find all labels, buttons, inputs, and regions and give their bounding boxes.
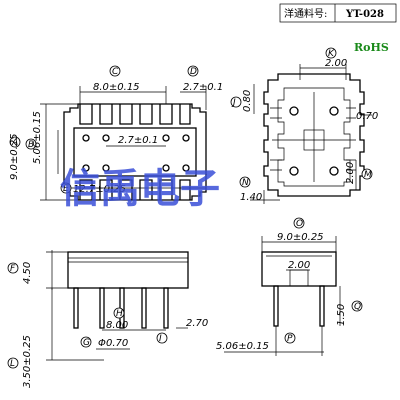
dim-f: 4.50: [22, 262, 33, 284]
top-view-right: [263, 73, 365, 197]
callout-i: I: [159, 334, 162, 344]
dim-i: 2.70: [186, 318, 208, 329]
part-label: 洋通料号:: [284, 7, 327, 20]
callout-b: B: [28, 140, 34, 150]
dim-g-symbol: Φ: [98, 338, 106, 349]
side-view-left: [67, 251, 189, 329]
dims-side-left: F 4.50 L 3.50±0.25 H 8.00 G Φ 0.70 I 2.7…: [7, 250, 208, 388]
dim-h: 8.00: [106, 320, 128, 331]
dims-top-right: K 2.00 J 0.80 0.70 M 2.00 N 1.40: [230, 47, 378, 204]
rohs-mark: RoHS: [354, 41, 389, 54]
dim-k: 2.00: [325, 58, 347, 69]
callout-m: M: [364, 170, 372, 180]
callout-e: E: [63, 184, 69, 194]
dim-d: 2.7±0.1: [183, 82, 223, 93]
dims-side-right: O 9.0±0.25 2.00 Q 1.50 P 5.06±0.15: [216, 217, 363, 356]
dim-p: 5.06±0.15: [216, 341, 269, 352]
callout-k: K: [328, 49, 335, 59]
dim-n: 1.40: [240, 192, 262, 203]
title-block: 洋通料号: YT-028 RoHS: [279, 3, 397, 54]
dim-side-pin: 2.00: [288, 260, 310, 271]
callout-h: H: [116, 309, 123, 319]
dim-a: 9.0±0.25: [9, 133, 20, 180]
dim-g: 0.70: [106, 338, 128, 349]
dim-mid-pin: 2.7±0.1: [118, 135, 158, 146]
callout-g: G: [83, 338, 90, 348]
callout-l: L: [10, 359, 15, 369]
dim-q: 1.50: [336, 304, 347, 326]
watermark: 信禹电子: [60, 166, 220, 212]
part-number: YT-028: [345, 9, 384, 20]
dim-c: 8.0±0.15: [93, 82, 140, 93]
callout-a: A: [11, 138, 18, 148]
dim-l: 3.50±0.25: [22, 335, 33, 388]
callout-p: P: [287, 334, 293, 344]
dim-m: 2.00: [345, 162, 356, 184]
callout-n: N: [242, 178, 249, 188]
dim-b: 5.06±0.15: [32, 111, 43, 164]
dims-top-left: C 8.0±0.15 D 2.7±0.1 2.7±0.1 E 12.7±0.25…: [9, 65, 223, 201]
callout-j: J: [231, 98, 236, 108]
dim-j: 0.80: [242, 90, 253, 112]
top-view-left: [63, 103, 207, 201]
callout-c: C: [112, 67, 119, 77]
callout-d: D: [190, 67, 197, 77]
callout-f: F: [10, 264, 16, 274]
dim-e: 12.7±0.25: [73, 184, 126, 195]
dim-right-width: 0.70: [356, 111, 378, 122]
callout-o: O: [296, 219, 303, 229]
callout-q: Q: [354, 302, 361, 312]
dim-o: 9.0±0.25: [277, 232, 324, 243]
